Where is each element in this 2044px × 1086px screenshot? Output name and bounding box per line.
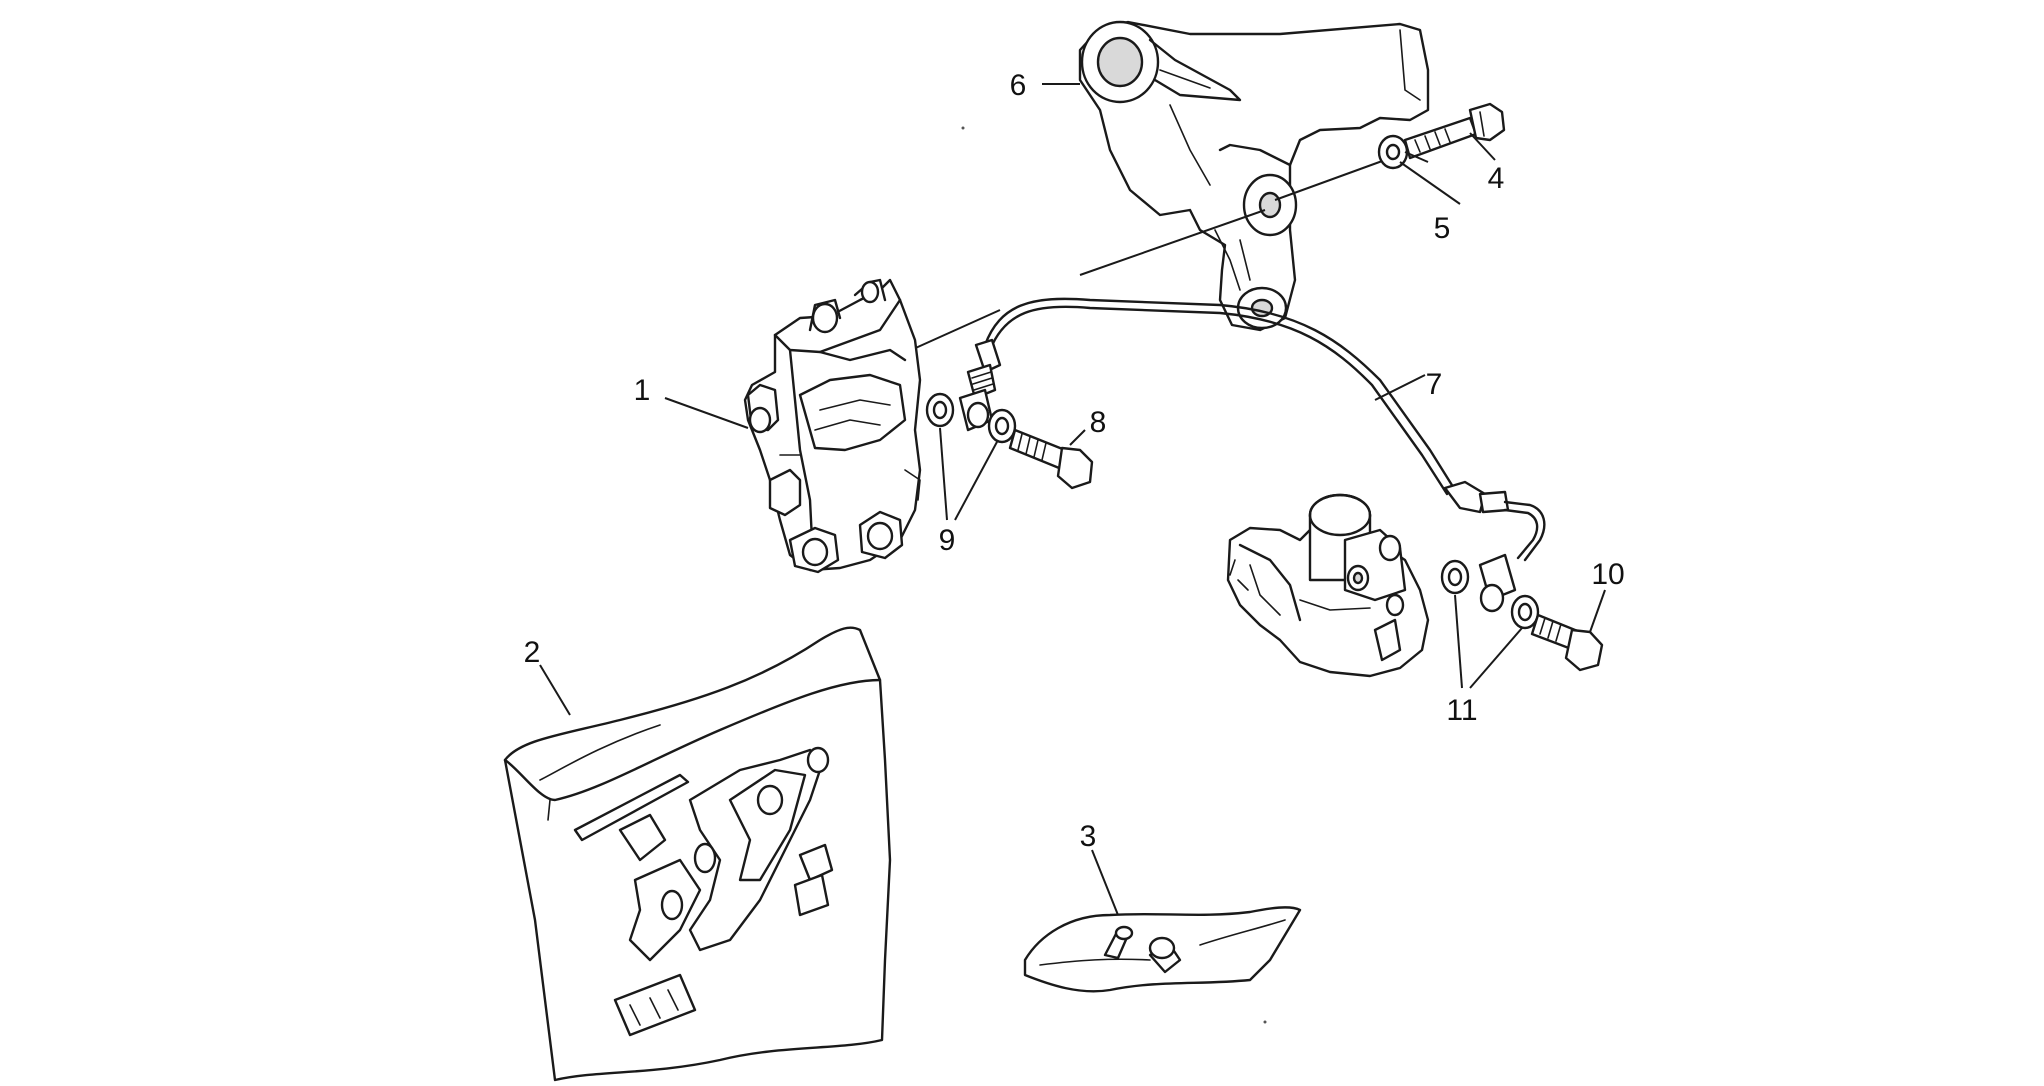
banjo-bolt-icon[interactable] [1530, 613, 1604, 672]
brake-regulator-icon[interactable] [1226, 493, 1430, 678]
leader-lines [539, 83, 1606, 916]
callout-label-10: 10 [1591, 558, 1624, 591]
banjo-bolt-icon[interactable] [1008, 428, 1094, 490]
sealing-washer-icon[interactable] [1510, 594, 1540, 630]
callout-label-9: 9 [939, 524, 956, 557]
callout-label-4: 4 [1488, 162, 1505, 195]
callout-label-7: 7 [1426, 368, 1443, 401]
callout-label-11: 11 [1446, 694, 1477, 727]
brake-pad-kit-bag-icon[interactable] [503, 626, 892, 1082]
callout-label-3: 3 [1080, 820, 1097, 853]
scan-speck [1263, 1020, 1267, 1024]
sealing-washer-icon[interactable] [987, 408, 1017, 444]
hose-banjo-fitting-icon[interactable] [958, 388, 994, 432]
sealing-washer-icon[interactable] [925, 392, 955, 428]
callout-labels: 1 2 3 4 5 6 7 8 9 10 11 [524, 69, 1625, 853]
callout-label-6: 6 [1010, 69, 1027, 102]
sealing-washer-icon[interactable] [1440, 559, 1470, 595]
callout-label-2: 2 [524, 636, 541, 669]
brake-hose-icon[interactable] [966, 297, 1546, 562]
callout-label-1: 1 [634, 374, 651, 407]
scan-speck [961, 126, 965, 130]
callout-label-5: 5 [1434, 212, 1451, 245]
caliper-bracket-icon[interactable] [1078, 20, 1430, 332]
callout-label-8: 8 [1090, 406, 1107, 439]
assembly-axis-line [1079, 209, 1266, 276]
brake-caliper-icon[interactable] [743, 278, 922, 574]
hose-banjo-fitting-icon[interactable] [1478, 553, 1517, 613]
assembly-axis-line [1274, 159, 1386, 201]
bolt-icon[interactable] [1403, 102, 1506, 160]
bleeder-kit-bag-icon[interactable] [1023, 906, 1302, 993]
